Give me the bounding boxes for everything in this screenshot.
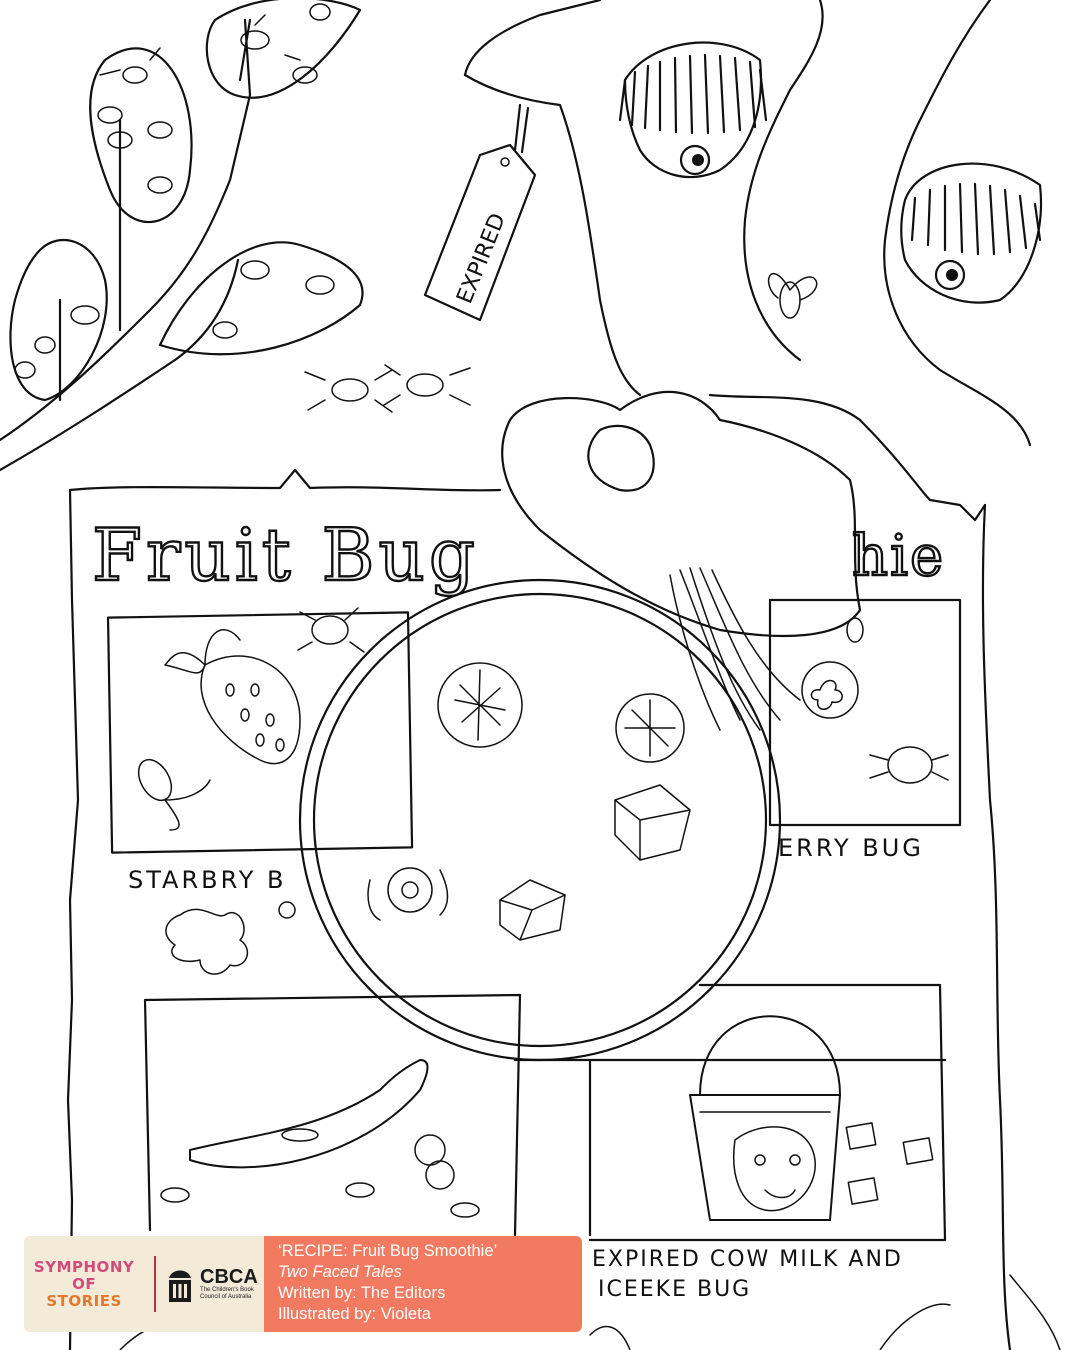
smoothie-bowl xyxy=(300,580,780,1060)
cbca-logo: CBCA The Children's Book Council of Aust… xyxy=(166,1264,264,1304)
splat-icon xyxy=(166,902,295,974)
written-by: Written by: The Editors xyxy=(278,1284,446,1302)
berry-icon xyxy=(802,618,948,783)
tall-figure xyxy=(465,0,1041,636)
berry-panel-label: ERRY BUG xyxy=(778,834,924,862)
symphony-of-stories-logo: SYMPHONY OF STORIES xyxy=(33,1257,135,1310)
recipe-title-art-tail: hie xyxy=(852,524,945,589)
leaf xyxy=(207,0,360,98)
illustrated-by: Illustrated by: Violeta xyxy=(278,1305,431,1323)
leaf xyxy=(90,48,191,222)
credits-banner: SYMPHONY OF STORIES CBCA The Children's … xyxy=(24,1236,582,1332)
book-title: Two Faced Tales xyxy=(278,1263,402,1281)
credits-info: ‘RECIPE: Fruit Bug Smoothie’ Two Faced T… xyxy=(264,1236,582,1332)
fly-icon xyxy=(769,274,817,318)
cbca-subtitle: The Children's Book Council of Australia xyxy=(200,1287,254,1300)
recipe-title: ‘RECIPE: Fruit Bug Smoothie’ xyxy=(278,1242,498,1260)
leaf xyxy=(10,240,106,400)
banana-icon xyxy=(161,1060,479,1217)
recipe-title-art: Fruit Bug xyxy=(92,513,479,597)
branch-with-bug-leaves xyxy=(0,0,470,470)
nose xyxy=(502,392,860,636)
strawberry-icon xyxy=(132,608,364,830)
milk-panel-label-1: EXPIRED COW MILK AND xyxy=(592,1247,903,1272)
expired-tag: EXPIRED xyxy=(425,105,535,320)
strawberry-panel-label: STARBRY B xyxy=(128,866,286,894)
cbca-emblem-icon xyxy=(169,1270,191,1302)
milk-panel-label-2: ICEEKE BUG xyxy=(598,1277,751,1302)
partner-logos: SYMPHONY OF STORIES CBCA The Children's … xyxy=(24,1236,264,1332)
milk-bucket-icon xyxy=(690,1016,933,1220)
cbca-name: CBCA xyxy=(200,1266,258,1288)
leaf xyxy=(160,242,363,354)
logo-divider xyxy=(154,1256,156,1312)
recipe-sheet: Fruit Bug hie STARBRY B xyxy=(68,470,1010,1350)
